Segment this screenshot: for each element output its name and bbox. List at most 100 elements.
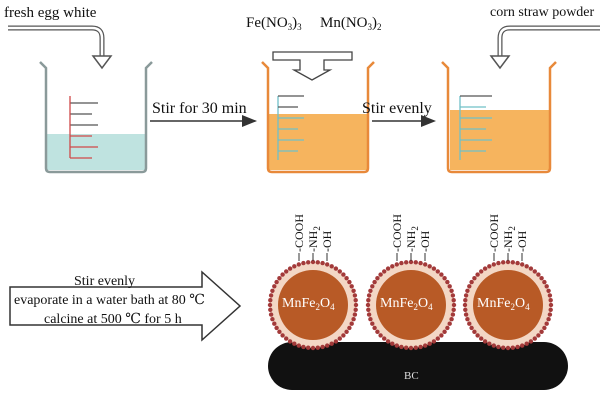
surface-bead xyxy=(368,288,373,293)
surface-bead xyxy=(479,336,484,341)
surface-bead xyxy=(315,260,320,265)
surface-bead xyxy=(447,284,452,289)
surface-bead xyxy=(539,276,544,281)
surface-bead xyxy=(347,279,352,285)
surface-bead xyxy=(445,325,450,331)
particle-core-label: MnFe2O4 xyxy=(380,296,433,312)
surface-bead xyxy=(337,336,342,341)
bc-label: BC xyxy=(404,370,419,382)
surface-bead xyxy=(467,321,472,326)
surface-bead xyxy=(352,293,358,298)
surface-bead xyxy=(501,260,506,265)
surface-bead xyxy=(306,260,311,265)
surface-bead xyxy=(267,302,273,308)
surface-bead xyxy=(547,312,553,317)
surface-bead xyxy=(408,259,414,265)
surface-bead xyxy=(536,272,541,277)
surface-bead xyxy=(435,336,440,341)
surface-bead xyxy=(315,345,320,350)
surface-bead xyxy=(510,345,515,350)
surface-bead xyxy=(544,321,549,326)
surface-bead xyxy=(292,264,297,269)
surface-bead xyxy=(375,276,380,281)
surface-bead xyxy=(439,272,444,277)
surface-bead xyxy=(539,329,544,334)
surface-bead xyxy=(469,279,474,285)
surface-bead xyxy=(399,260,404,266)
corn-straw-input-arrow xyxy=(497,25,600,58)
surface-bead xyxy=(268,298,273,303)
surface-bead xyxy=(451,302,457,308)
surface-bead xyxy=(370,284,375,289)
corn-straw-label: corn straw powder xyxy=(490,5,595,20)
surface-bead xyxy=(353,298,358,303)
egg-white-input-arrow xyxy=(8,25,105,58)
surface-bead xyxy=(349,321,354,326)
surface-bead xyxy=(292,341,297,346)
surface-bead xyxy=(372,279,377,285)
surface-bead xyxy=(463,293,469,298)
surface-bead xyxy=(390,341,395,346)
surface-bead xyxy=(394,343,399,348)
surface-bead xyxy=(344,276,349,281)
surface-bead xyxy=(274,279,279,285)
surface-bead xyxy=(496,260,501,266)
particle-core xyxy=(278,270,348,340)
surface-bead xyxy=(427,341,432,346)
surface-bead xyxy=(280,272,285,277)
surface-bead xyxy=(329,341,334,346)
surface-bead xyxy=(333,339,339,344)
surface-bead xyxy=(366,293,372,298)
surface-bead xyxy=(482,266,488,271)
surface-bead xyxy=(382,336,387,341)
surface-bead xyxy=(469,325,474,331)
surface-bead xyxy=(532,269,537,274)
surface-bead xyxy=(333,266,339,271)
surface-bead xyxy=(368,317,373,322)
surface-bead xyxy=(463,307,468,312)
surface-bead xyxy=(442,276,447,281)
surface-bead xyxy=(548,298,553,303)
surface-bead xyxy=(450,312,456,317)
surface-bead xyxy=(378,272,383,277)
surface-bead xyxy=(450,293,456,298)
surface-bead xyxy=(370,321,375,326)
surface-bead xyxy=(320,344,325,350)
surface-bead xyxy=(325,262,330,267)
surface-bead xyxy=(472,276,477,281)
surface-bead xyxy=(394,262,399,267)
surface-bead xyxy=(542,325,547,331)
surface-bead xyxy=(451,307,456,312)
surface-bead xyxy=(325,343,330,348)
surface-bead xyxy=(280,333,285,338)
oh-group-label: -OH xyxy=(320,230,334,252)
surface-bead xyxy=(449,288,454,293)
surface-bead xyxy=(520,262,525,267)
surface-bead xyxy=(427,264,432,269)
surface-bead xyxy=(528,339,534,344)
surface-bead xyxy=(366,298,371,303)
salts-input-arrow xyxy=(272,51,353,81)
surface-bead xyxy=(465,317,470,322)
surface-bead xyxy=(439,333,444,338)
surface-bead xyxy=(467,284,472,289)
surface-bead xyxy=(272,284,277,289)
surface-bead xyxy=(462,302,468,308)
surface-bead xyxy=(347,325,352,331)
fe-nitrate-label: Fe(NO3)3 xyxy=(246,15,302,32)
surface-bead xyxy=(270,317,275,322)
surface-bead xyxy=(337,269,342,274)
surface-bead xyxy=(491,343,496,348)
surface-bead xyxy=(351,288,356,293)
surface-bead xyxy=(548,307,553,312)
surface-bead xyxy=(479,269,484,274)
surface-bead xyxy=(372,325,377,331)
surface-bead xyxy=(524,264,529,269)
surface-bead xyxy=(491,262,496,267)
surface-bead xyxy=(329,264,334,269)
surface-bead xyxy=(431,266,437,271)
surface-bead xyxy=(542,279,547,285)
process-big-arrow xyxy=(9,270,242,342)
surface-bead xyxy=(528,266,534,271)
